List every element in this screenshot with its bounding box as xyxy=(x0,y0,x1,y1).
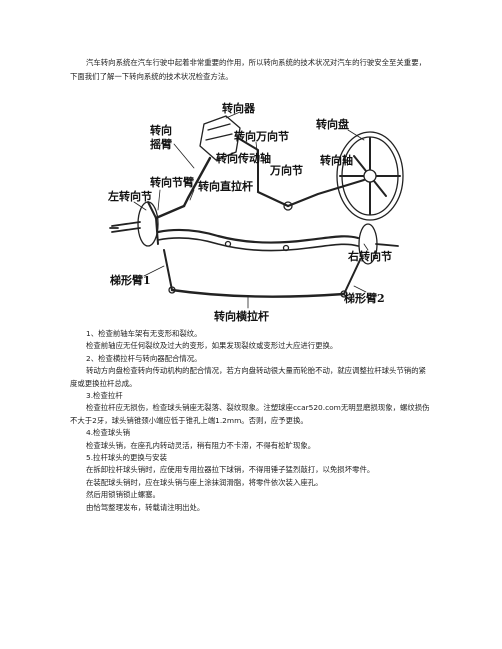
steering-wheel-shape xyxy=(336,131,404,221)
paragraph: 由恰驾整理发布，转载请注明出处。 xyxy=(86,502,205,512)
steering-wheel-hub xyxy=(363,169,377,183)
right-spindle-shape xyxy=(375,243,399,247)
label-pitman-arm-line2: 摇臂 xyxy=(150,137,172,151)
label-left-knuckle: 左转向节 xyxy=(108,189,152,203)
paragraph: 2、检查横拉杆与转向器配合情况。 xyxy=(86,353,202,363)
front-axle-beam-lower xyxy=(157,237,359,252)
tie-rod-end-left xyxy=(168,286,176,294)
label-steering-gear: 转向器 xyxy=(222,101,256,115)
paragraph: 1、检查前轴车架有无变形和裂纹。 xyxy=(86,329,202,338)
label-pitman-arm-line1: 转向 xyxy=(150,123,172,137)
label-knuckle-arm: 转向节臂 xyxy=(150,175,194,189)
label-tie-rod-arm-2: 梯形臂2 xyxy=(344,291,385,305)
label-right-knuckle: 右转向节 xyxy=(347,249,392,263)
tie-rod-end-right xyxy=(340,290,348,298)
axle-bolt-1 xyxy=(224,240,232,248)
steering-diagram-svg: 转向器 转向 摇臂 转向万向节 转向传动轴 转向盘 转向轴 万向节 转向节臂 转… xyxy=(108,101,404,323)
paragraph: 4.检查球头销 xyxy=(86,428,131,438)
steering-gear-ribs xyxy=(205,123,233,141)
leader-universal-joint xyxy=(255,141,259,161)
paragraph: 然后用锁销锁止螺塞。 xyxy=(86,490,160,500)
paragraph: 在装配球头销时，应在球头销与座上涂抹润滑脂，将零件依次装入座孔。 xyxy=(86,477,323,487)
label-steering-shaft: 转向轴 xyxy=(320,153,353,167)
tie-rod-shape xyxy=(170,288,346,298)
paragraph: 在拆卸拉杆球头销时，应使用专用拉器拉下球销，不得用锤子猛烈敲打，以免损坏零件。 xyxy=(86,465,375,475)
leader-pitman-arm xyxy=(173,143,195,169)
steering-gear-shape xyxy=(199,115,241,161)
leader-left-knuckle xyxy=(133,201,147,211)
paragraph: 检查球头销，在座孔内转动灵活，稍有阻力不卡滞，不得有松旷现象。 xyxy=(86,440,316,450)
leader-knuckle-arm xyxy=(157,189,161,211)
label-universal-joint: 万向节 xyxy=(269,163,303,177)
leader-arm-1 xyxy=(143,265,165,277)
label-tie-rod-arm-1: 梯形臂1 xyxy=(110,273,151,287)
label-drag-link: 转向直拉杆 xyxy=(198,179,253,193)
intermediate-shaft-shape xyxy=(256,190,290,208)
drag-link-shape xyxy=(154,204,186,220)
steering-system-diagram: 转向器 转向 摇臂 转向万向节 转向传动轴 转向盘 转向轴 万向节 转向节臂 转… xyxy=(108,94,408,328)
tie-rod-arm-1-shape xyxy=(163,249,173,291)
leader-arm-2 xyxy=(353,285,367,293)
label-steering-wheel: 转向盘 xyxy=(316,117,349,131)
intro-paragraph: 汽车转向系统在汽车行驶中起着非常重要的作用，所以转向系统的技术状况对汽车的行驶安… xyxy=(70,58,426,81)
leader-steering-wheel xyxy=(347,129,365,141)
leader-drag-link xyxy=(189,189,195,201)
axle-bolt-2 xyxy=(282,244,290,252)
tie-rod-arm-2-shape xyxy=(343,259,361,295)
paragraph: 检查拉杆应无损伤，检查球头销座无裂落、裂纹现象。注塑球座ccar520.com无… xyxy=(70,403,430,425)
label-tie-rod: 转向横拉杆 xyxy=(214,309,269,323)
left-spindle-shape xyxy=(109,221,141,233)
paragraph: 检查前轴应无任何裂纹及过大的变形，如果发现裂纹或变形过大应进行更换。 xyxy=(86,341,338,351)
label-steering-intermediate-shaft: 转向传动轴 xyxy=(216,151,271,165)
gear-output-shape xyxy=(237,137,259,193)
paragraph: 3.检查拉杆 xyxy=(86,391,123,401)
paragraph: 转动方向盘检查转向传动机构的配合情况，若方向盘转动很大量而轮胎不动，就应调整拉杆… xyxy=(70,366,426,388)
universal-joint-shape xyxy=(283,201,293,211)
steering-shaft-shape xyxy=(286,178,366,208)
front-axle-beam xyxy=(156,228,360,244)
paragraph: 5.拉杆球头的更换与安装 xyxy=(86,453,167,463)
label-steering-universal-joint: 转向万向节 xyxy=(234,129,289,143)
pitman-arm-shape xyxy=(182,156,212,208)
leader-right-knuckle xyxy=(363,243,369,251)
left-knuckle-arm-shape xyxy=(147,201,159,245)
leader-steering-gear xyxy=(225,111,241,119)
left-hub-shape xyxy=(137,201,159,247)
body-text: 1、检查前轴车架有无变形和裂纹。 检查前轴应无任何裂纹及过大的变形，如果发现裂纹… xyxy=(70,328,432,514)
